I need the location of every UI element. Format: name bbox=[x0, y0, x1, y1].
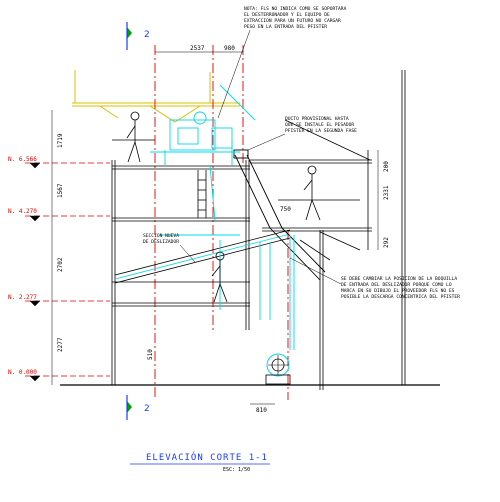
dim-top-left: 2537 bbox=[190, 45, 205, 52]
note-top: NOTA: FLS NO INDICA COMO SE SOPORTARA EL… bbox=[217, 6, 347, 119]
level-label: N. 4.270 bbox=[8, 208, 37, 215]
note-duct: DUCTO PROVISIONAL HASTA QUE SE INSTALE E… bbox=[247, 116, 357, 151]
level-label: N. 6.566 bbox=[8, 156, 37, 163]
provisional-duct bbox=[233, 149, 326, 281]
svg-text:ESC: 1/50: ESC: 1/50 bbox=[223, 467, 250, 473]
svg-text:DUCTO PROVISIONAL HASTA: DUCTO PROVISIONAL HASTA bbox=[285, 116, 349, 122]
svg-text:2: 2 bbox=[144, 30, 150, 40]
dim-top-right: 980 bbox=[224, 45, 235, 52]
svg-text:DE DESLIZADOR: DE DESLIZADOR bbox=[143, 239, 179, 245]
svg-text:EL DESTERRONADOR Y EL EQUIPO D: EL DESTERRONADOR Y EL EQUIPO DE bbox=[244, 12, 330, 18]
svg-text:MARCA EN SU DIBUJO EL PROVEEDO: MARCA EN SU DIBUJO EL PROVEEDOR FLS NO E… bbox=[341, 288, 455, 294]
svg-text:EXTRACCION PARA UN FUTURO NO C: EXTRACCION PARA UN FUTURO NO CARGAR bbox=[244, 18, 341, 24]
dim-v2: 1567 bbox=[57, 183, 64, 198]
dim-v4: 2277 bbox=[57, 337, 64, 352]
svg-text:SE DEBE CAMBIAR LA POSICION DE: SE DEBE CAMBIAR LA POSICION DE LA BOQUIL… bbox=[341, 276, 457, 282]
level-lines bbox=[25, 162, 110, 377]
svg-text:PESO EN LA ENTRADA DEL PFISTER: PESO EN LA ENTRADA DEL PFISTER bbox=[244, 24, 327, 30]
dimension-lines bbox=[51, 51, 379, 405]
steel-structure bbox=[60, 70, 440, 390]
equipment bbox=[150, 84, 295, 350]
level-markers bbox=[29, 162, 41, 382]
top-platform bbox=[72, 70, 240, 123]
level-label: N. 2.277 bbox=[8, 294, 37, 301]
dim-bottom: 810 bbox=[256, 407, 267, 414]
dim-r3: 292 bbox=[383, 237, 390, 248]
dim-r1: 200 bbox=[383, 161, 390, 172]
section-marker-top: 2 bbox=[126, 22, 150, 50]
person-figures bbox=[126, 111, 321, 303]
dim-pipe: 510 bbox=[147, 349, 154, 360]
level-label: N. 0.000 bbox=[8, 369, 37, 376]
svg-text:SECCION NUEVA: SECCION NUEVA bbox=[143, 233, 179, 239]
dim-v1: 1719 bbox=[57, 133, 64, 148]
chute bbox=[114, 229, 291, 284]
svg-text:ELEVACIÓN CORTE 1-1: ELEVACIÓN CORTE 1-1 bbox=[146, 451, 268, 463]
drawing-title: ELEVACIÓN CORTE 1-1 ESC: 1/50 bbox=[130, 451, 270, 473]
svg-text:PFISTER EN LA SEGUNDA FASE: PFISTER EN LA SEGUNDA FASE bbox=[285, 128, 357, 134]
note-bottom: SE DEBE CAMBIAR LA POSICION DE LA BOQUIL… bbox=[289, 257, 460, 300]
svg-text:NOTA: FLS NO INDICA COMO SE SO: NOTA: FLS NO INDICA COMO SE SOPORTARA bbox=[244, 6, 347, 12]
svg-text:DE ENTRADA DEL DESLIZADOR PORQ: DE ENTRADA DEL DESLIZADOR PORQUE COMO LO bbox=[341, 282, 452, 288]
svg-text:QUE SE INSTALE EL PESADOR: QUE SE INSTALE EL PESADOR bbox=[285, 122, 354, 128]
dim-v3: 2702 bbox=[57, 257, 64, 272]
dim-r2: 2331 bbox=[383, 185, 390, 200]
svg-text:2: 2 bbox=[144, 404, 150, 414]
note-chute: SECCION NUEVA DE DESLIZADOR bbox=[143, 233, 196, 263]
svg-text:POSIBLE LA DESCARGA CONCENTRIC: POSIBLE LA DESCARGA CONCENTRICA DEL PFIS… bbox=[341, 294, 460, 300]
centerlines bbox=[154, 45, 289, 400]
section-marker-bottom: 2 bbox=[126, 395, 150, 420]
dim-duct: 750 bbox=[280, 206, 291, 213]
blower bbox=[265, 353, 291, 385]
